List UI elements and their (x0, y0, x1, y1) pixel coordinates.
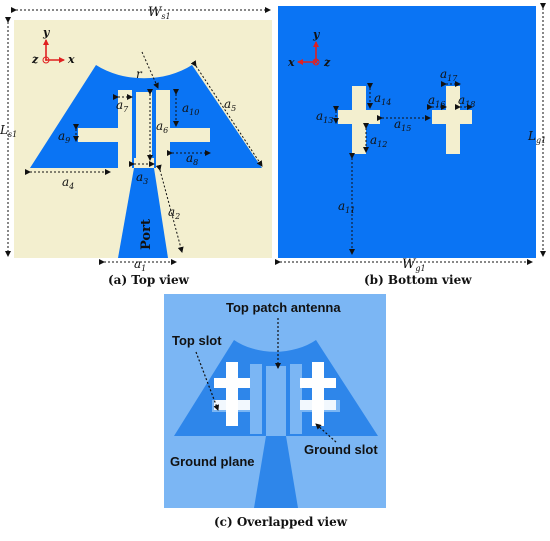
svg-text:y: y (312, 28, 321, 41)
bottom-axis-icon: y x z (287, 28, 331, 69)
top-view-caption: (a) Top view (108, 273, 190, 287)
svg-text:Wg1: Wg1 (402, 257, 426, 273)
svg-text:a15: a15 (394, 117, 411, 133)
svg-text:a16: a16 (428, 93, 445, 109)
label-ground-plane: Ground plane (170, 454, 255, 469)
top-slot-left-vertical (118, 90, 132, 170)
port-label: Port (139, 219, 154, 250)
svg-text:Ls1: Ls1 (0, 123, 17, 139)
svg-text:Ws1: Ws1 (148, 5, 171, 21)
svg-text:a8: a8 (186, 151, 198, 167)
svg-text:a11: a11 (338, 199, 355, 215)
overlap-cross-right-arm-2 (300, 400, 336, 410)
label-r: r (136, 67, 143, 81)
overlap-cross-right-vertical (312, 362, 324, 426)
label-top-patch-antenna: Top patch antenna (226, 300, 341, 315)
svg-text:z: z (323, 56, 331, 69)
svg-text:a2: a2 (168, 205, 180, 221)
top-slot-right-vertical (156, 90, 170, 170)
top-view-panel: Ws1 Ls1 a1 a2 a3 a4 a5 a6 a7 a8 a9 a10 r… (0, 5, 272, 287)
svg-text:a7: a7 (116, 98, 129, 114)
ground-slot-left-arm (338, 110, 380, 124)
overlap-feed-line (254, 436, 298, 508)
top-axis-icon: y x z (31, 26, 75, 66)
top-slot-left-arm (78, 128, 120, 142)
svg-text:a1: a1 (134, 257, 146, 273)
top-feed-line (118, 168, 168, 258)
overlap-cross-left-arm-1 (214, 378, 250, 388)
svg-text:a10: a10 (182, 101, 199, 117)
bottom-view-panel: Wg1 Lg1 a11 a12 a13 a14 a15 a16 a17 a18 … (275, 3, 546, 287)
overlapped-view-caption: (c) Overlapped view (214, 515, 348, 529)
svg-text:x: x (287, 56, 295, 69)
label-top-slot: Top slot (172, 333, 222, 348)
svg-text:a5: a5 (224, 97, 236, 113)
label-ground-slot: Ground slot (304, 442, 378, 457)
ground-plane (278, 6, 536, 258)
overlap-cross-left-arm-2 (214, 400, 250, 410)
svg-text:a3: a3 (136, 170, 148, 186)
top-slot-right-arm (170, 128, 210, 142)
overlap-top-slot-left (250, 364, 262, 434)
overlap-top-slot-right (290, 364, 302, 434)
svg-text:a18: a18 (458, 93, 475, 109)
overlap-cross-right-arm-1 (300, 378, 336, 388)
svg-text:z: z (31, 53, 39, 66)
svg-text:Lg1: Lg1 (527, 129, 546, 145)
overlap-cross-left-vertical (226, 362, 238, 426)
svg-text:a17: a17 (440, 67, 458, 83)
svg-text:x: x (67, 53, 75, 66)
svg-text:a14: a14 (374, 91, 391, 107)
ground-slot-right-arm (432, 110, 472, 124)
svg-text:a9: a9 (58, 129, 70, 145)
svg-text:a4: a4 (62, 175, 74, 191)
svg-text:a12: a12 (370, 133, 387, 149)
overlapped-view-panel: Top patch antenna Top slot Ground plane … (164, 294, 386, 529)
svg-text:a6: a6 (156, 119, 168, 135)
svg-text:y: y (42, 26, 51, 39)
bottom-view-caption: (b) Bottom view (364, 273, 472, 287)
svg-text:a13: a13 (316, 109, 333, 125)
